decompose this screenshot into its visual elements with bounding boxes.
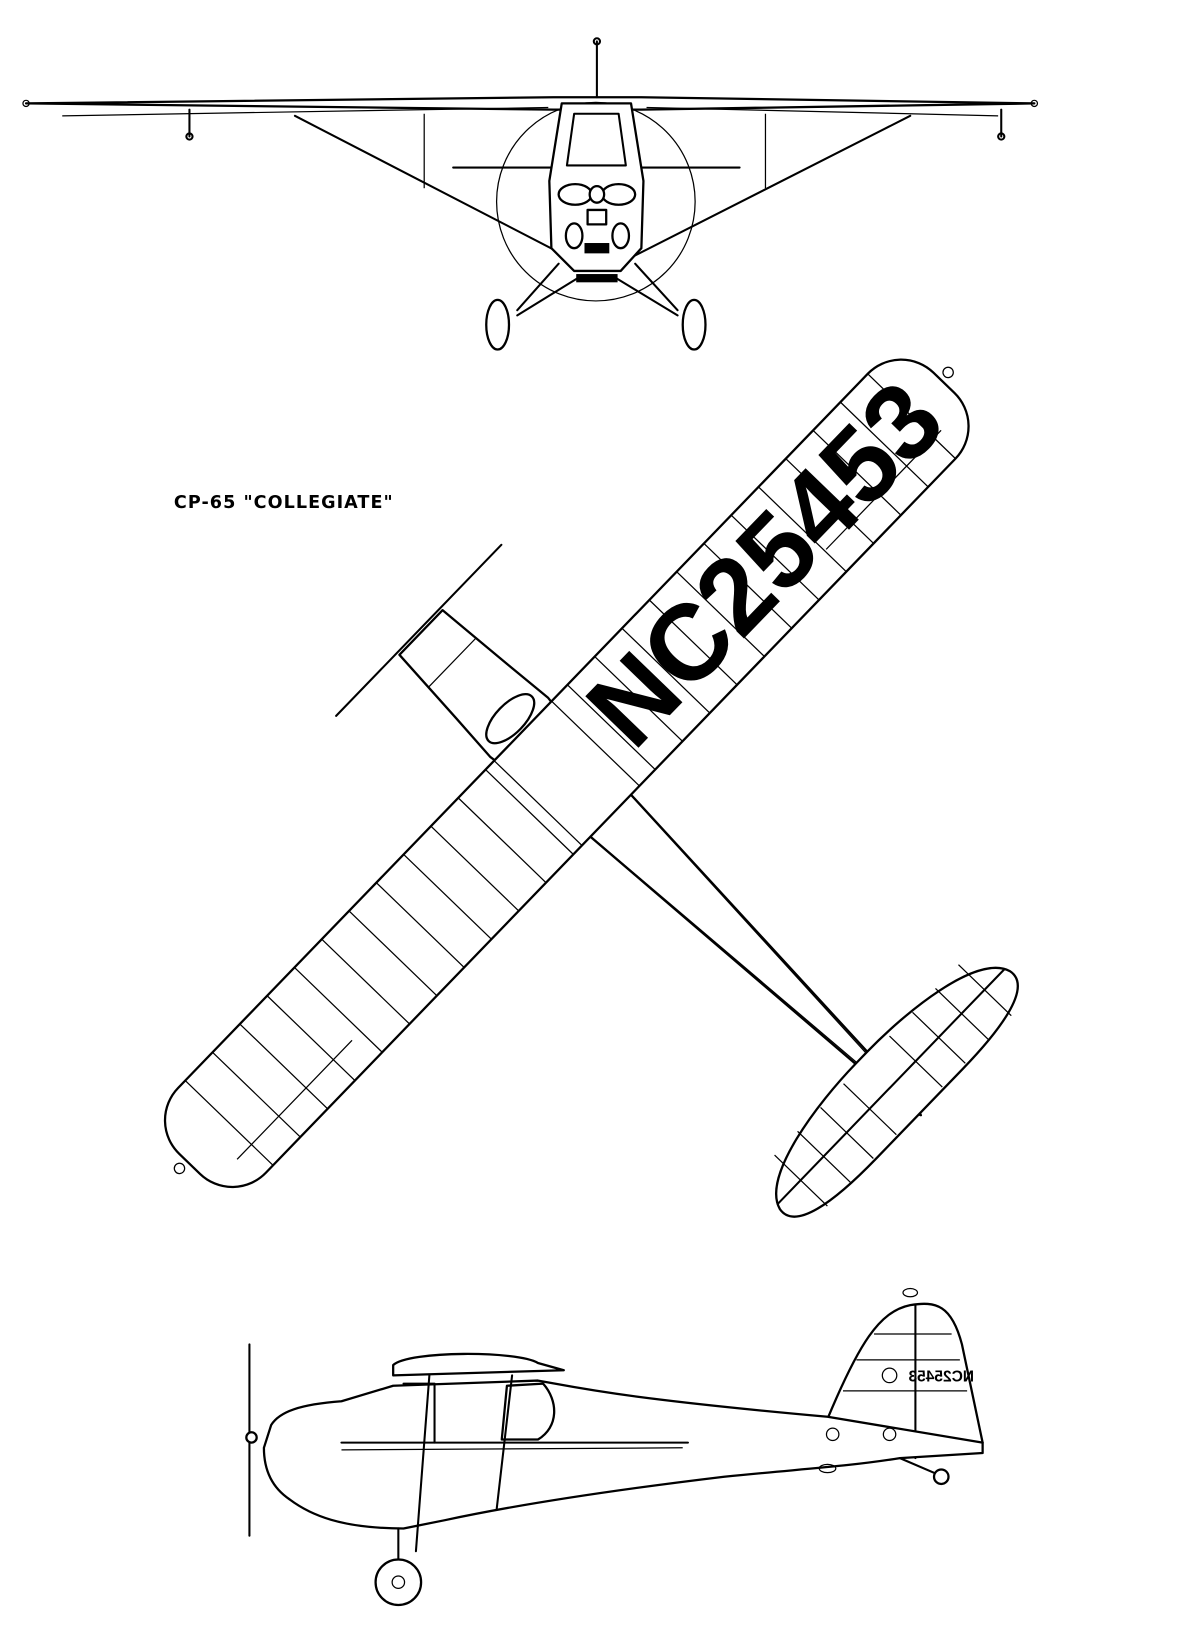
wing-rib (375, 882, 465, 968)
wing-rib (676, 571, 765, 657)
front-view (22, 37, 1039, 351)
wingtip-light (942, 366, 954, 379)
wing-rib (867, 373, 956, 460)
aircraft-title: CP-65 "COLLEGIATE" (174, 493, 394, 513)
tail-rib (774, 1154, 828, 1207)
wing-rib (184, 1080, 274, 1166)
wing-rib (430, 825, 520, 912)
side-wing (392, 1352, 565, 1377)
side-view: NC25453 (245, 1287, 984, 1607)
propeller (335, 543, 503, 717)
left-wheel (485, 298, 511, 351)
tail-rib (958, 964, 1012, 1017)
wing-rib (212, 1051, 301, 1138)
wing-rib (594, 656, 683, 742)
wing-rib (403, 853, 492, 940)
wing-rib (621, 627, 711, 714)
wing-rib (566, 684, 656, 771)
cabin-window (500, 1382, 556, 1441)
tail-wheel (932, 1468, 950, 1486)
wing-rib (239, 1023, 329, 1110)
front-wing (24, 96, 1036, 111)
wingtip-light (173, 1162, 186, 1175)
right-wingtip-light (1030, 99, 1039, 108)
right-wing-strut (632, 114, 912, 258)
wing-rib (321, 938, 410, 1025)
wing-ribs (184, 373, 956, 1166)
top-wing (163, 358, 970, 1189)
tail-rib (935, 988, 989, 1040)
main-wheel (374, 1558, 423, 1607)
tail-rib (820, 1107, 874, 1159)
wing-rib (485, 769, 574, 855)
right-wheel (681, 298, 707, 351)
tail-rib (912, 1011, 966, 1064)
wing-rib (703, 543, 793, 629)
top-view (163, 358, 1019, 1218)
fin-registration: NC25453 (908, 1369, 974, 1386)
wing-rib (839, 401, 929, 488)
vertical-fin (826, 1302, 984, 1449)
wing-rib (294, 967, 383, 1053)
horizontal-tail (775, 966, 1019, 1218)
wing-rib (812, 429, 902, 516)
wing-rib (648, 599, 738, 686)
tail-rib (843, 1083, 897, 1136)
wing-rib (785, 458, 875, 544)
left-wing-strut (293, 114, 568, 258)
side-fuselage (262, 1379, 984, 1530)
wing-rib (730, 514, 820, 601)
wing-rib (348, 910, 438, 997)
wing-registration: NC25453 (564, 359, 966, 769)
tail-rib (889, 1035, 943, 1088)
wing-rib (758, 486, 847, 573)
tail-ribs (774, 964, 1012, 1207)
wing-rib (266, 995, 356, 1081)
wing-rib (457, 797, 547, 884)
left-wingtip-light (22, 99, 30, 108)
tail-rib (797, 1130, 851, 1183)
